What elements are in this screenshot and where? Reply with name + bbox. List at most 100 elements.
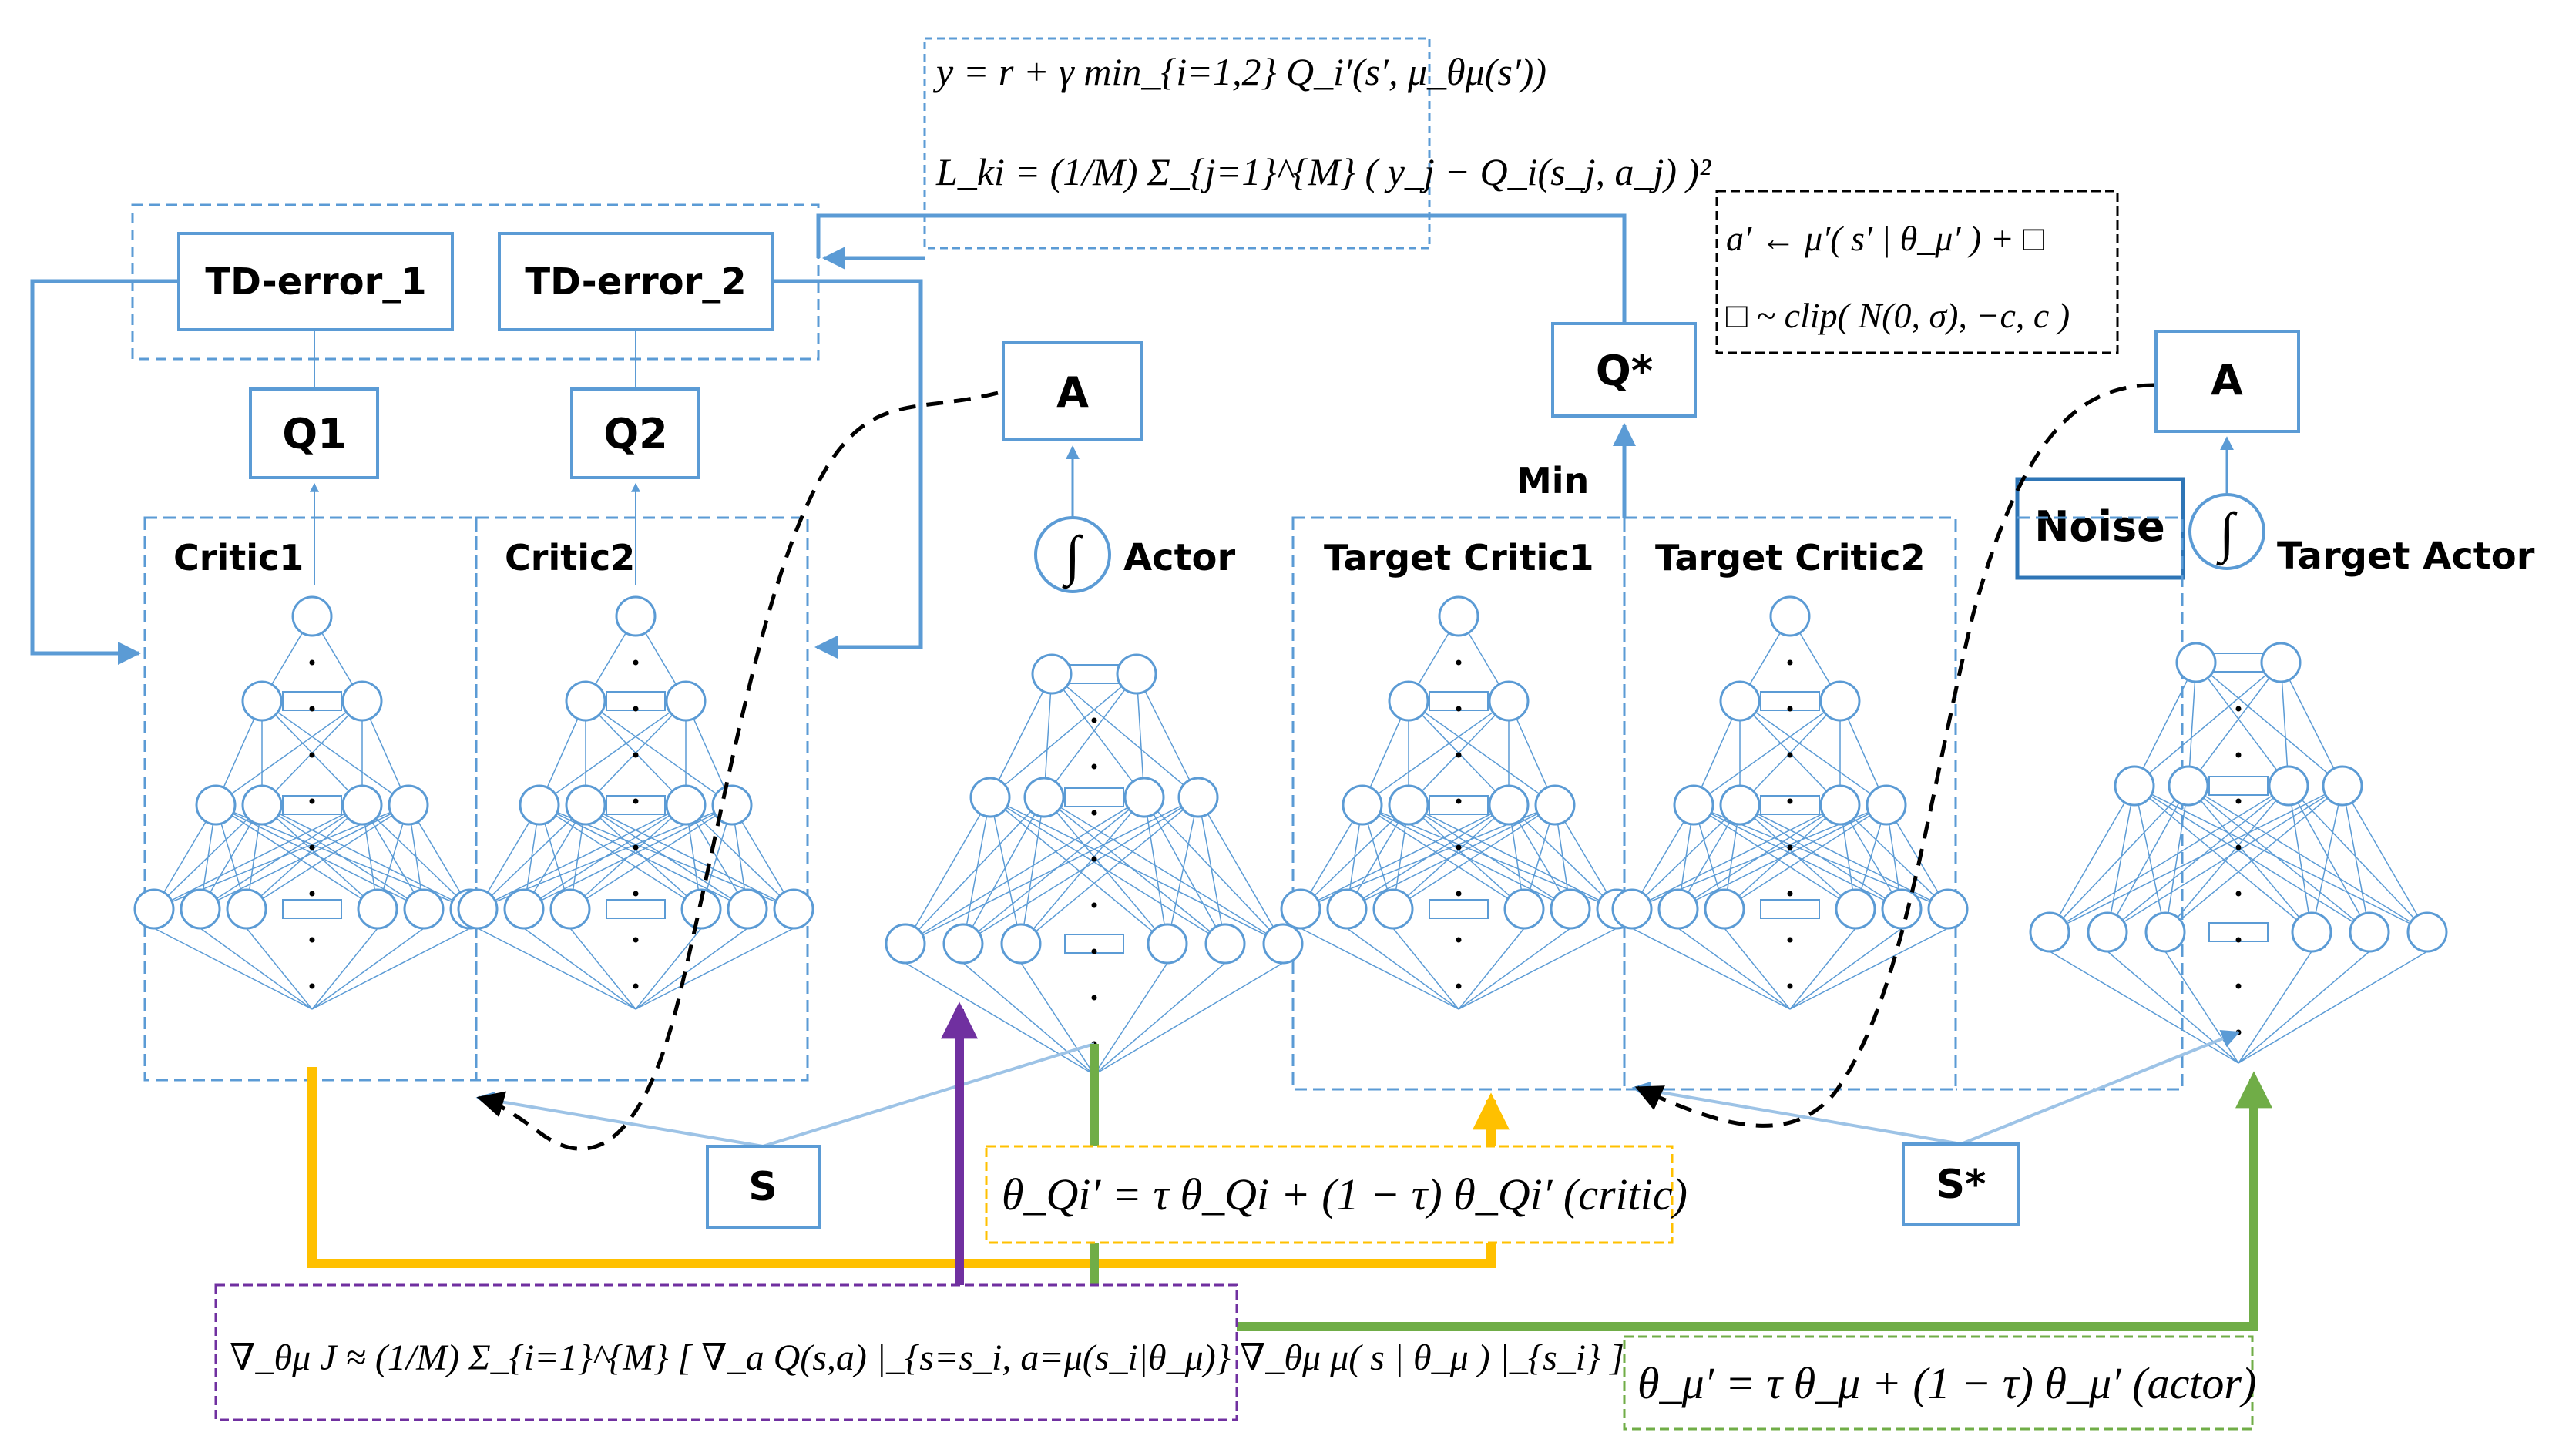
neuron-node [615,595,657,637]
neuron-node [341,784,383,826]
neuron-node [1372,888,1414,930]
min-label: Min [1516,460,1589,502]
neuron-node [388,784,429,826]
neuron-node [1866,784,1907,826]
actor-update-formula: θ_μ′ = τ θ_μ + (1 − τ) θ_μ′ (actor) [1637,1358,2256,1408]
neuron-node [1534,784,1576,826]
noise-formula-box: a′ ← μ′( s′ | θ_μ′ ) + □ □ ~ clip( N(0, … [1715,190,2119,354]
neuron-node [457,888,499,930]
critic-update-formula: θ_Qi′ = τ θ_Qi + (1 − τ) θ_Qi′ (critic) [1002,1169,1688,1219]
neuron-node [2322,765,2363,807]
td-error-2-label: TD-error_2 [525,260,746,304]
neuron-node [1819,680,1861,722]
td-error-1-label: TD-error_1 [205,260,426,304]
neuron-node [665,784,707,826]
noise-box: Noise [2015,477,2185,580]
neuron-node [2087,911,2128,953]
blue-connections [30,213,2241,1148]
neuron-node [1123,777,1165,818]
neuron-node [2406,911,2448,953]
neuron-node [180,888,221,930]
neuron-node [1611,888,1653,930]
neuron-node [519,784,560,826]
state-box: S [706,1145,821,1229]
neuron-node [1704,888,1745,930]
target-actor-bracket [1956,516,2184,1091]
actor-network [885,653,1304,1075]
neuron-node [1503,888,1545,930]
neuron-node [1147,923,1188,965]
critic-update-formula-box: θ_Qi′ = τ θ_Qi + (1 − τ) θ_Qi′ (critic) [985,1145,1688,1244]
q-star-label: Q* [1596,347,1653,395]
policy-gradient-formula: ∇_θμ J ≈ (1/M) Σ_{i=1}^{M} [ ∇_a Q(s,a) … [230,1337,1624,1378]
neuron-node [942,923,984,965]
critic1-label: Critic1 [173,537,304,579]
actor-label: Actor [1123,536,1236,579]
neuron-node [1550,888,1591,930]
neuron-node [565,784,606,826]
neuron-node [2291,911,2332,953]
target-critic2-label: Target Critic2 [1655,537,1926,579]
q1-box: Q1 [249,387,379,479]
target-critic2-network [1611,595,1969,1010]
neuron-node [885,923,926,965]
target-action-formula: a′ ← μ′( s′ | θ_μ′ ) + □ [1726,219,2044,258]
neuron-node [1177,777,1219,818]
target-actor-output-box: A [2154,330,2300,433]
critic2-label: Critic2 [505,537,635,579]
neuron-node [2144,911,2186,953]
target-action-dashed-curve [1634,383,2154,1128]
actor-output-label: A [1056,368,1089,417]
target-critic1-network [1280,595,1637,1010]
neural-networks [133,595,2448,1075]
neuron-node [2029,911,2070,953]
loss-formula-box: y = r + γ min_{i=1,2} Q_i′(s′, μ_θμ(s′))… [923,37,1711,250]
neuron-node [1719,784,1761,826]
target-actor-integral-node: ∫ [2188,493,2265,570]
neuron-node [1819,784,1861,826]
neuron-node [1204,923,1246,965]
target-actor-network [2029,642,2448,1064]
neuron-node [1262,923,1304,965]
neuron-node [1438,595,1479,637]
neuron-node [241,680,283,722]
td-error-1-box: TD-error_1 [177,232,454,331]
neuron-node [1280,888,1321,930]
policy-gradient-formula-box: ∇_θμ J ≈ (1/M) Σ_{i=1}^{M} [ ∇_a Q(s,a) … [214,1283,1624,1421]
next-state-label: S* [1936,1162,1986,1208]
neuron-node [1927,888,1969,930]
neuron-node [549,888,591,930]
neuron-node [226,888,267,930]
neuron-node [291,595,333,637]
target-actor-integral-symbol: ∫ [2216,502,2238,566]
critic1-network [133,595,491,1010]
neuron-node [565,680,606,722]
neuron-node [341,680,383,722]
neuron-node [1031,653,1073,695]
neuron-node [1023,777,1065,818]
target-critic2-container [1623,516,1957,1091]
target-critic1-label: Target Critic1 [1324,537,1594,579]
neuron-node [773,888,814,930]
target-actor-label: Target Actor [2277,535,2535,578]
neuron-node [1488,680,1530,722]
next-state-box: S* [1902,1142,2020,1226]
q2-label: Q2 [603,410,667,458]
state-label: S [748,1164,777,1210]
actor-action-dashed-curve [476,391,999,1151]
neuron-node [1342,784,1383,826]
neuron-node [1116,653,1157,695]
neuron-node [1673,784,1714,826]
critic2-container [475,516,809,1082]
actor-integral-node: ∫ [1034,516,1111,593]
neuron-node [969,777,1011,818]
noise-clip-formula: □ ~ clip( N(0, σ), −c, c ) [1726,296,2070,335]
neuron-node [241,784,283,826]
neuron-node [2114,765,2155,807]
neuron-node [1881,888,1923,930]
neuron-node [1769,595,1811,637]
neuron-node [1657,888,1699,930]
loss-formula: L_ki = (1/M) Σ_{j=1}^{M} ( y_j − Q_i(s_j… [935,150,1711,193]
neuron-node [2268,765,2309,807]
